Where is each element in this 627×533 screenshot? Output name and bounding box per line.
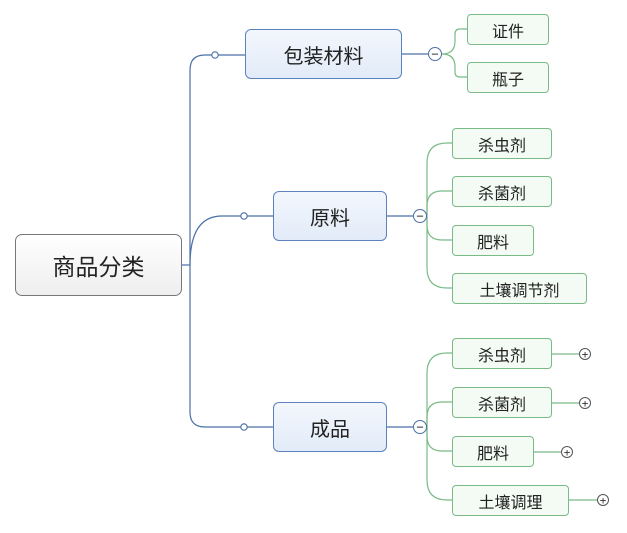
plus-circle-icon: + [563, 445, 571, 459]
subtopic-label: 杀菌剂 [477, 183, 526, 203]
minus-circle-icon: − [416, 420, 424, 434]
plus-circle-icon: + [581, 396, 589, 410]
subtopic-certificates[interactable]: 证件 [467, 14, 549, 45]
subtopic-label: 杀虫剂 [477, 345, 526, 365]
subtopic-label: 土壤调节剂 [479, 280, 560, 300]
connector-to-fertilizer [426, 427, 452, 452]
expand-toggle-fungicide[interactable]: + [579, 397, 591, 409]
connector-to-bottles [441, 53, 467, 78]
connector-to-insecticide [426, 142, 452, 216]
minus-circle-icon: − [416, 209, 424, 223]
subtopic-label: 肥料 [476, 232, 509, 252]
subtopic-fungicide[interactable]: 杀菌剂 [452, 176, 552, 207]
topic-label: 包装材料 [283, 43, 364, 68]
collapse-toggle-packaging[interactable]: − [428, 47, 442, 61]
subtopic-bottles[interactable]: 瓶子 [467, 62, 549, 93]
topic-label: 原料 [310, 205, 350, 230]
connector-to-certificates [441, 28, 467, 55]
expand-toggle-fertilizer[interactable]: + [561, 446, 573, 458]
collapse-toggle-finished-products[interactable]: − [413, 420, 427, 434]
connector-root-to-finished-products [189, 265, 273, 428]
connector-to-fungicide [426, 190, 452, 216]
collapse-toggle-raw-materials[interactable]: − [413, 209, 427, 223]
plus-circle-icon: + [581, 347, 589, 361]
root-topic[interactable]: 商品分类 [15, 234, 182, 296]
subtopic-label: 杀菌剂 [477, 394, 526, 414]
connector-to-soil-conditioner [426, 216, 452, 289]
plus-circle-icon: + [599, 493, 607, 507]
topic-finished-products[interactable]: 成品 [273, 402, 387, 452]
topic-label: 成品 [310, 416, 350, 441]
expand-toggle-soil-conditioning[interactable]: + [597, 494, 609, 506]
subtopic-fertilizer[interactable]: 肥料 [452, 436, 534, 467]
minus-circle-icon: − [431, 47, 439, 61]
connector-end-dot [240, 212, 248, 220]
subtopic-label: 杀虫剂 [477, 135, 526, 155]
connector-to-fungicide [426, 401, 452, 427]
subtopic-insecticide[interactable]: 杀虫剂 [452, 338, 552, 369]
connector-to-soil-conditioning [426, 427, 452, 501]
connector-end-dot [240, 423, 248, 431]
connector-end-dot [211, 51, 219, 59]
connector-root-to-packaging [189, 54, 245, 265]
subtopic-label: 肥料 [476, 443, 509, 463]
subtopic-fertilizer[interactable]: 肥料 [452, 225, 534, 256]
root-topic-label: 商品分类 [52, 255, 145, 281]
subtopic-fungicide[interactable]: 杀菌剂 [452, 387, 552, 418]
connector-root-to-raw-materials [189, 215, 273, 266]
subtopic-label: 瓶子 [491, 69, 524, 89]
subtopic-soil-conditioning[interactable]: 土壤调理 [452, 485, 569, 516]
subtopic-soil-conditioner[interactable]: 土壤调节剂 [452, 273, 587, 304]
expand-toggle-insecticide[interactable]: + [579, 348, 591, 360]
topic-packaging-materials[interactable]: 包装材料 [245, 29, 402, 79]
subtopic-insecticide[interactable]: 杀虫剂 [452, 128, 552, 159]
subtopic-label: 土壤调理 [478, 492, 543, 512]
topic-raw-materials[interactable]: 原料 [273, 191, 387, 241]
connector-to-fertilizer [426, 216, 452, 241]
connector-to-insecticide [426, 352, 452, 427]
subtopic-label: 证件 [491, 21, 524, 41]
